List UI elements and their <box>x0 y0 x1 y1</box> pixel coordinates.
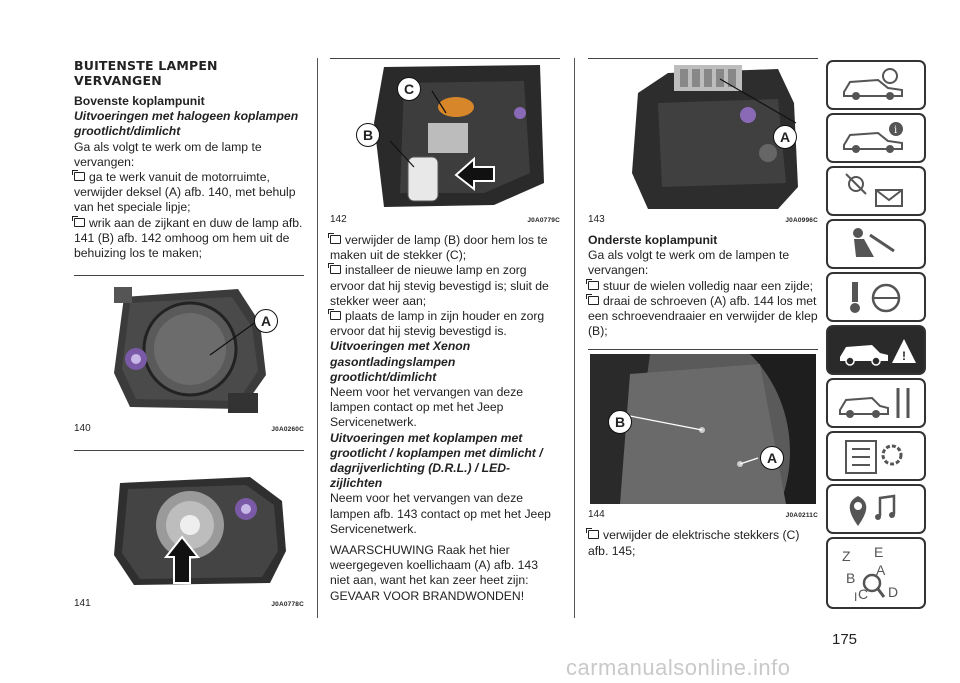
bullet-icon <box>328 233 341 244</box>
bullet-item: draai de schroeven (A) afb. 144 los met … <box>586 293 818 339</box>
figure-143: A 143 J0A0996C <box>588 58 818 227</box>
figure-code: J0A0779C <box>527 217 560 224</box>
svg-text:E: E <box>874 544 883 560</box>
figure-144: B A 144 J0A0211C <box>588 349 818 522</box>
tab-car-info[interactable]: i <box>826 113 926 163</box>
intro-text: Ga als volgt te werk om de lampen te ver… <box>588 248 790 278</box>
subheading-drl: Uitvoeringen met koplampen met grootlich… <box>330 430 543 491</box>
intro-text: Ga als volgt te werk om de lamp te verva… <box>74 139 262 169</box>
seat-airbag-icon <box>853 228 895 257</box>
multimedia-icon <box>849 494 896 526</box>
bullet-item: wrik aan de zijkant en duw de lamp afb. … <box>72 215 303 261</box>
page-number: 175 <box>832 631 858 648</box>
svg-text:I: I <box>854 590 857 604</box>
figure-number: 142 <box>330 214 347 225</box>
figure-code: J0A0996C <box>785 217 818 224</box>
car-info-icon: i <box>843 122 903 153</box>
warning-lights-icon <box>845 173 903 207</box>
column-2: C B 142 J0A0779C verwijder de lamp (B) d… <box>328 58 560 604</box>
bullet-item: verwijder de elektrische stekkers (C) af… <box>586 528 800 558</box>
column-divider <box>317 58 318 618</box>
callout-b: B <box>608 410 632 435</box>
subheading-lower-unit: Onderste koplampunit <box>588 233 718 247</box>
tab-multimedia[interactable] <box>826 484 926 534</box>
bullet-icon <box>586 293 599 305</box>
headlamp-bulb-photo <box>114 477 286 586</box>
figure-code: J0A0778C <box>271 601 304 609</box>
callout-b: B <box>356 123 380 147</box>
bullet-icon <box>72 170 85 182</box>
callout-c: C <box>397 77 421 101</box>
figure-number: 141 <box>74 598 91 610</box>
tab-service-tools[interactable] <box>826 378 926 428</box>
watermark: carmanualsonline.info <box>566 655 791 680</box>
svg-text:i: i <box>894 125 897 136</box>
figure-140: A 140 J0A0260C <box>74 275 304 436</box>
svg-text:D: D <box>888 584 898 600</box>
warning-text: WAARSCHUWING Raak het hier weergegeven k… <box>330 543 538 603</box>
bullet-icon <box>328 263 341 275</box>
bullet-item: stuur de wielen volledig naar een zijde; <box>586 278 818 294</box>
figure-number: 143 <box>588 214 605 225</box>
figure-code: J0A0211C <box>785 512 818 520</box>
bullet-item: installeer de nieuwe lamp en zorg ervoor… <box>328 263 549 308</box>
section-title: BUITENSTE LAMPEN VERVANGEN <box>74 58 218 88</box>
callout-a: A <box>760 446 784 471</box>
figure-code: J0A0260C <box>271 426 304 434</box>
svg-text:!: ! <box>902 349 906 363</box>
bullet-icon <box>586 528 599 540</box>
tab-warning-lights[interactable] <box>826 166 926 216</box>
column-3: A 143 J0A0996C Onderste koplampunit Ga a… <box>586 58 818 559</box>
tab-car-sensor[interactable] <box>826 60 926 110</box>
tab-steering-key[interactable] <box>826 272 926 322</box>
svg-text:Z: Z <box>842 548 851 564</box>
bullet-icon <box>328 309 341 321</box>
drl-text: Neem voor het vervangen van deze lampen … <box>330 491 551 536</box>
callout-a: A <box>773 125 797 149</box>
column-divider <box>574 58 575 618</box>
svg-text:C: C <box>858 586 868 602</box>
subheading-upper-unit: Bovenste koplampunit <box>74 94 205 108</box>
bullet-item: ga te werk vanuit de motorruimte, verwij… <box>72 170 296 215</box>
bullet-item: verwijder de lamp (B) door hem los te ma… <box>328 233 548 263</box>
car-sensor-icon <box>843 68 903 100</box>
tab-seat-airbag[interactable] <box>826 219 926 269</box>
bullet-icon <box>586 278 599 290</box>
column-1: BUITENSTE LAMPEN VERVANGEN Bovenste kopl… <box>72 58 304 611</box>
bullet-icon <box>72 215 85 227</box>
xenon-text: Neem voor het vervangen van deze lampen … <box>330 385 524 430</box>
tab-alphabet-index[interactable]: Z E A B C D I <box>826 537 926 609</box>
wheel-arch-photo <box>590 354 816 505</box>
svg-text:A: A <box>876 562 886 578</box>
figure-141: 141 J0A0778C <box>74 450 304 611</box>
figure-number: 144 <box>588 509 605 521</box>
specs-gear-icon <box>845 440 903 474</box>
figure-number: 140 <box>74 423 91 435</box>
tab-specs-gear[interactable] <box>826 431 926 481</box>
figure-142: C B 142 J0A0779C <box>330 58 560 227</box>
bullet-item: plaats de lamp in zijn houder en zorg er… <box>328 309 545 339</box>
callout-a: A <box>254 309 278 334</box>
service-tools-icon <box>839 388 910 418</box>
alphabet-index-icon: Z E A B C D I <box>842 544 898 604</box>
heatsink-photo <box>628 63 818 209</box>
subheading-xenon: Uitvoeringen met Xenon gasontladingslamp… <box>330 339 471 384</box>
steering-key-icon <box>850 282 901 313</box>
tab-breakdown[interactable]: ! <box>826 325 926 375</box>
subheading-halogen: Uitvoeringen met halogeen koplampen groo… <box>74 109 299 139</box>
breakdown-icon: ! <box>840 339 916 366</box>
svg-text:B: B <box>846 570 855 586</box>
headlamp-cover-photo <box>110 283 272 416</box>
